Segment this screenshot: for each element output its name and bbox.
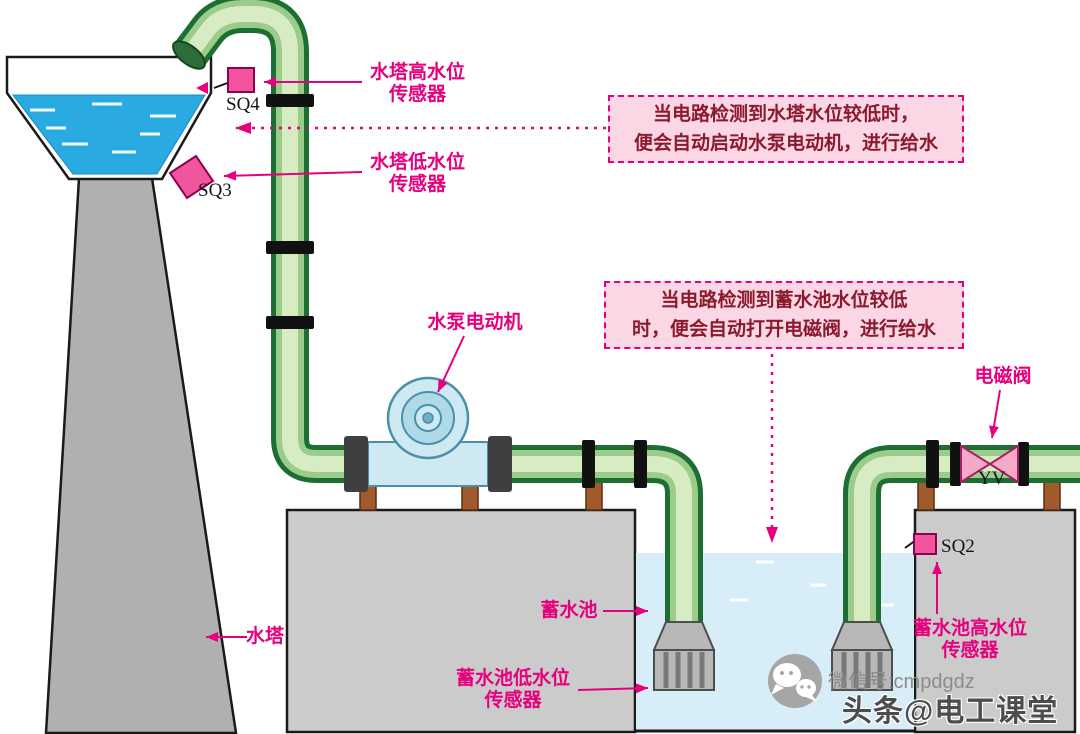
label-arrows — [206, 77, 1001, 694]
label-sq2: SQ2 — [941, 536, 975, 557]
tank-lip-arrow — [196, 82, 208, 94]
label-reservoir-low-sensor-line2: 传感器 — [484, 690, 542, 711]
label-reservoir-high-sensor: 蓄水池高水位 传感器 — [905, 618, 1035, 662]
watermark-wechat-id: 微信号:cmpdgdz — [828, 671, 975, 693]
pump-motor-icon — [344, 376, 512, 492]
label-tower-low-sensor: 水塔低水位 传感器 — [355, 152, 480, 196]
note-tower: 当电路检测到水塔水位较低时， 便会自动启动水泵电动机，进行给水 — [608, 95, 964, 163]
pump-coupling-left — [344, 436, 368, 492]
pump-platform — [285, 508, 637, 734]
note-tower-line1: 当电路检测到水塔水位较低时， — [652, 104, 919, 125]
pump-coupling-right — [488, 436, 512, 492]
right-platform — [913, 508, 1077, 734]
label-yv: YV — [978, 468, 1006, 489]
pipe-outlet-mouth — [172, 40, 206, 70]
note-reservoir-line1: 当电路检测到蓄水池水位较低 — [660, 290, 908, 311]
label-pump-motor: 水泵电动机 — [427, 312, 523, 333]
sensor-sq3-icon — [168, 154, 215, 200]
label-reservoir-high-sensor-line1: 蓄水池高水位 — [912, 618, 1027, 639]
label-reservoir-high-sensor-line2: 传感器 — [941, 640, 999, 661]
label-tower-high-sensor-line2: 传感器 — [388, 84, 446, 105]
tank-water-ripples — [30, 102, 176, 154]
watermark-channel: 头条@电工课堂 — [842, 695, 1059, 728]
note-reservoir-line2: 时，便会自动打开电磁阀，进行给水 — [631, 319, 936, 340]
label-reservoir-low-sensor: 蓄水池低水位 传感器 — [448, 668, 578, 712]
note-tower-line2: 便会自动启动水泵电动机，进行给水 — [633, 133, 938, 154]
note-reservoir: 当电路检测到蓄水池水位较低 时，便会自动打开电磁阀，进行给水 — [604, 281, 964, 349]
solenoid-valve-icon — [950, 442, 1029, 486]
label-tower-low-sensor-line2: 传感器 — [388, 174, 446, 195]
label-solenoid-valve: 电磁阀 — [974, 366, 1032, 387]
water-tower-pedestal — [44, 176, 238, 734]
sensor-sq2-icon — [904, 533, 937, 555]
valve-suction-pipe — [843, 445, 1080, 624]
label-reservoir-low-sensor-line1: 蓄水池低水位 — [455, 668, 570, 689]
strainer-right — [830, 621, 894, 691]
label-sq4: SQ4 — [226, 94, 260, 115]
water-tower-tank — [5, 55, 213, 181]
pipe-flanges — [266, 94, 939, 488]
label-tower-high-sensor: 水塔高水位 传感器 — [355, 62, 480, 106]
pump-outlet-pipe — [500, 445, 703, 624]
label-water-tower: 水塔 — [246, 626, 285, 647]
wechat-icon — [768, 654, 822, 708]
feed-pipe — [172, 0, 352, 483]
label-sq3: SQ3 — [198, 180, 232, 201]
sensor-sq4-icon — [213, 67, 255, 93]
label-tower-low-sensor-line1: 水塔低水位 — [369, 152, 465, 173]
label-reservoir: 蓄水池 — [540, 600, 598, 621]
label-tower-high-sensor-line1: 水塔高水位 — [369, 62, 465, 83]
strainer-left — [652, 621, 716, 691]
note-connectors — [235, 122, 778, 543]
